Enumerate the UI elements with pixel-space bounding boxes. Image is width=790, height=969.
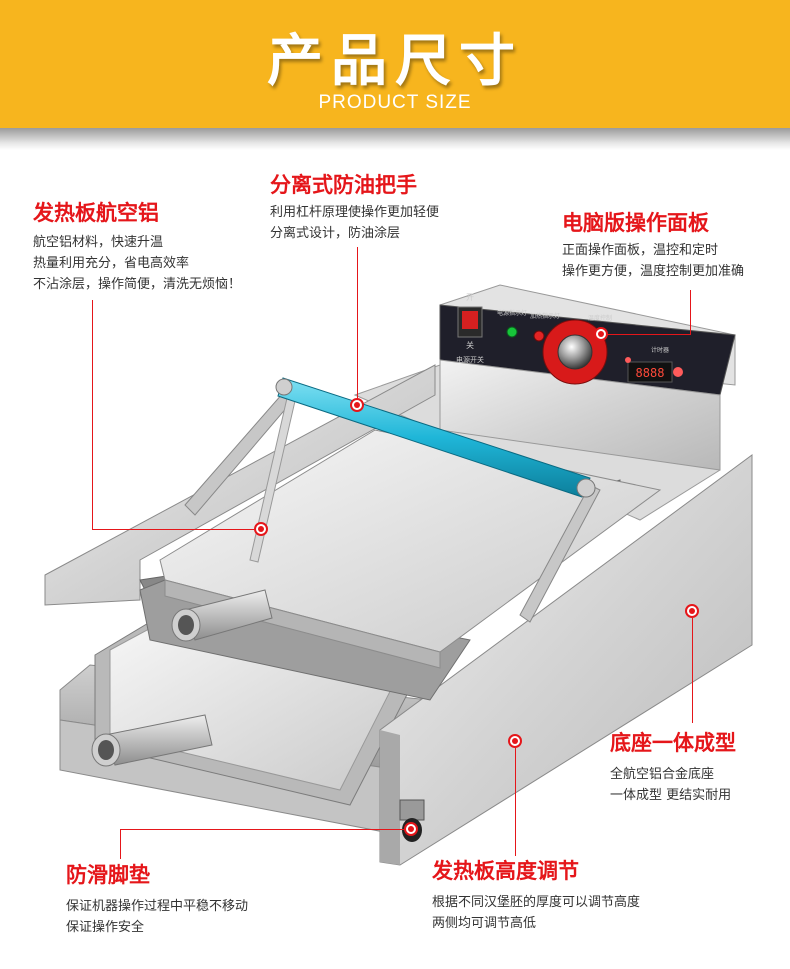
- feature-base-title: 底座一体成型: [610, 731, 736, 755]
- timer-label: 计时器: [651, 346, 669, 354]
- feature-feet-line: 保证操作安全: [66, 920, 145, 935]
- leader-panel-v: [690, 290, 691, 335]
- timer-digits: 8888: [636, 366, 665, 380]
- feature-feet-title: 防滑脚垫: [66, 863, 150, 887]
- timer-button: [673, 367, 683, 377]
- temperature-knob: [557, 334, 593, 370]
- header-banner: 产品尺寸 PRODUCT SIZE: [0, 0, 790, 128]
- feature-control-panel-line: 正面操作面板，温控和定时: [562, 243, 719, 258]
- feature-control-panel-line: 操作更方便，温度控制更加准确: [562, 264, 745, 279]
- leader-plate-v: [92, 300, 93, 530]
- feature-height-adjust: 发热板高度调节 根据不同汉堡胚的厚度可以调节高度 两侧均可调节高低: [432, 858, 640, 934]
- temperature-label: 温度控制: [588, 314, 612, 322]
- leader-panel-h: [602, 334, 691, 335]
- feature-height-adjust-line: 根据不同汉堡胚的厚度可以调节高度: [432, 895, 641, 910]
- callout-dot-panel: [594, 327, 608, 341]
- feature-base: 底座一体成型 全航空铝合金底座 一体成型 更结实耐用: [610, 730, 736, 806]
- callout-dot-base: [685, 604, 699, 618]
- switch-on-label: 开: [466, 293, 474, 302]
- callout-dot-plate: [254, 522, 268, 536]
- callout-dot-height: [508, 734, 522, 748]
- page-subtitle: PRODUCT SIZE: [318, 92, 472, 113]
- leader-handle: [357, 247, 358, 402]
- feature-base-line: 全航空铝合金底座: [610, 767, 715, 782]
- feature-heating-plate-title: 发热板航空铝: [33, 201, 159, 225]
- feature-control-panel-title: 电脑版操作面板: [562, 211, 709, 235]
- callout-dot-feet: [404, 822, 418, 836]
- burger-machine-illustration: 开 关 电源开关 电源指示灯 加热指示灯 温度控制 计时器 8888: [44, 284, 753, 866]
- timer-indicator: [625, 357, 631, 363]
- leader-height: [515, 748, 516, 856]
- leader-feet-h: [120, 829, 405, 830]
- leader-base: [692, 618, 693, 723]
- header-shadow-band: [0, 128, 790, 150]
- feature-heating-plate-line: 航空铝材料，快速升温: [33, 235, 164, 250]
- page-title: 产品尺寸: [267, 29, 523, 94]
- feature-handle-line: 分离式设计，防油涂层: [270, 226, 401, 241]
- feature-feet-line: 保证机器操作过程中平稳不移动: [66, 899, 249, 914]
- timer-display: [627, 361, 673, 383]
- heat-lamp-label: 加热指示灯: [530, 312, 560, 320]
- heat-lamp: [533, 330, 545, 342]
- feature-handle-title: 分离式防油把手: [270, 173, 417, 197]
- power-lamp-label: 电源指示灯: [497, 309, 527, 317]
- power-lamp: [506, 326, 518, 338]
- leader-feet-v: [120, 829, 121, 859]
- callout-dot-handle: [350, 398, 364, 412]
- feature-heating-plate-line: 热量利用充分，省电高效率: [33, 256, 190, 271]
- power-switch-label: 电源开关: [456, 355, 484, 364]
- feature-feet: 防滑脚垫 保证机器操作过程中平稳不移动 保证操作安全: [66, 862, 248, 938]
- feature-height-adjust-title: 发热板高度调节: [432, 859, 579, 883]
- switch-off-label: 关: [466, 340, 474, 350]
- feature-base-line: 一体成型 更结实耐用: [610, 788, 732, 803]
- feature-heating-plate: 发热板航空铝 航空铝材料，快速升温 热量利用充分，省电高效率 不沾涂层，操作简便…: [33, 200, 241, 295]
- feature-handle: 分离式防油把手 利用杠杆原理使操作更加轻便 分离式设计，防油涂层: [270, 172, 439, 244]
- feature-heating-plate-line: 不沾涂层，操作简便，清洗无烦恼！: [33, 277, 242, 292]
- feature-handle-line: 利用杠杆原理使操作更加轻便: [270, 205, 440, 220]
- feature-height-adjust-line: 两侧均可调节高低: [432, 916, 537, 931]
- feature-control-panel: 电脑版操作面板 正面操作面板，温控和定时 操作更方便，温度控制更加准确: [562, 210, 744, 282]
- leader-plate-h: [92, 529, 260, 530]
